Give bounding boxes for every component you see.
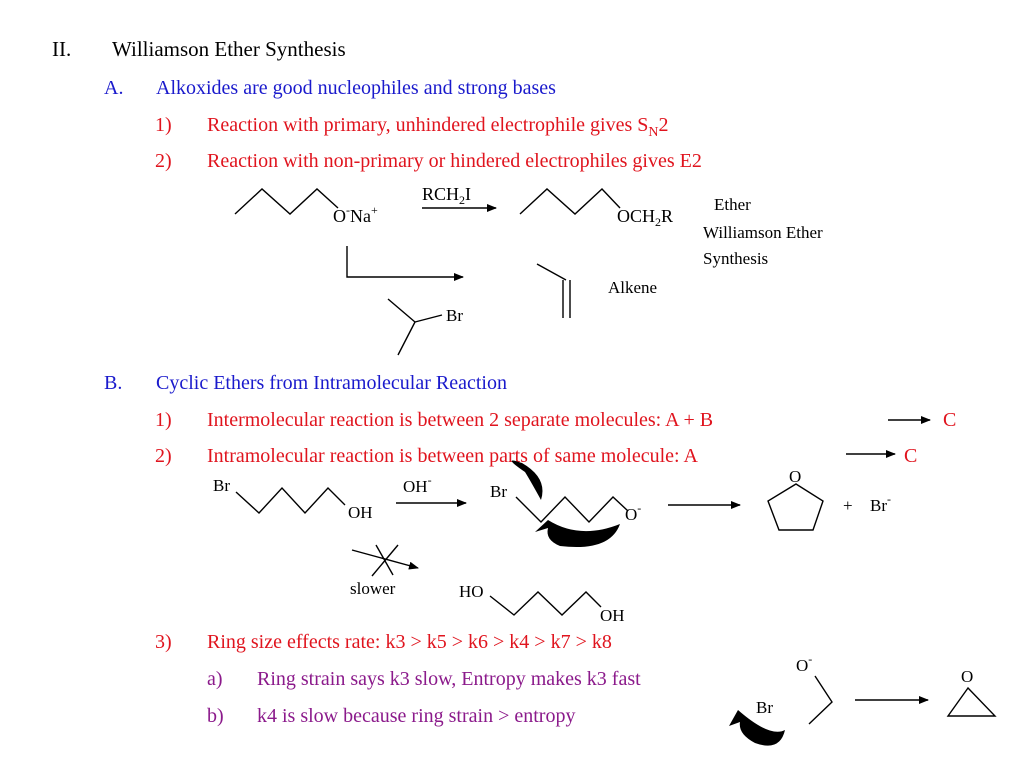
tetrahydrofuran-ring [767, 483, 824, 531]
item-a2-number: 2) [155, 150, 172, 172]
item-b3a-text: Ring strain says k3 slow, Entropy makes … [257, 668, 641, 690]
item-b1-product: C [943, 409, 957, 431]
item-b1-number: 1) [155, 409, 172, 431]
item-b2-text: Intramolecular reaction is between parts… [207, 445, 698, 467]
item-b3-text: Ring size effects rate: k3 > k5 > k6 > k… [207, 631, 612, 653]
item-b3b-text: k4 is slow because ring strain > entropy [257, 705, 576, 727]
alkoxide-label: O-Na+ [333, 203, 378, 226]
butanediol-ho-label: HO [459, 582, 484, 601]
curved-arrow-epoxide [729, 710, 785, 746]
section-a-title: Alkoxides are good nucleophiles and stro… [156, 77, 556, 99]
bromoethoxide-br-label: Br [756, 698, 773, 717]
bromobutanol-chain [235, 486, 346, 515]
item-b3a-number: a) [207, 668, 223, 690]
bromoalkoxide-chain [515, 495, 629, 524]
item-a2-text: Reaction with non-primary or hindered el… [207, 150, 702, 172]
bromoethoxide-chain [808, 675, 833, 725]
ether-product-label: OCH2R [617, 206, 673, 229]
item-b3-number: 3) [155, 631, 172, 653]
heading-number: II. [52, 37, 72, 61]
slower-label: slower [350, 579, 396, 598]
hydroxide-reagent-label: OH- [403, 473, 432, 496]
butanediol-oh-label: OH [600, 606, 625, 625]
item-a1-body: Reaction with primary, unhindered electr… [207, 114, 649, 136]
plus-sign: + [843, 496, 853, 515]
item-a1-subscript: N [648, 125, 659, 140]
butanediol-chain [489, 591, 602, 616]
cross-mark-a [375, 544, 394, 576]
bromobutanol-br-label: Br [213, 476, 230, 495]
bromoalkoxide-br-label: Br [490, 482, 507, 501]
bromide-ion-label: Br- [870, 492, 891, 515]
cross-mark-b [371, 544, 399, 577]
ether-product-chain [519, 188, 621, 215]
curved-arrow-intramolecular-bottom [535, 520, 620, 548]
bromobutanol-oh-label: OH [348, 503, 373, 522]
butoxide-chain [234, 188, 339, 215]
alkene-label: Alkene [608, 278, 657, 297]
bromoethoxide-o-label: O- [796, 652, 812, 675]
item-b2-product: C [904, 445, 918, 467]
propene-single-bond [536, 263, 567, 281]
item-b1-text: Intermolecular reaction is between 2 sep… [207, 409, 714, 431]
item-b2-number: 2) [155, 445, 172, 467]
ether-label-3: Synthesis [703, 249, 768, 268]
isopropyl-bromide-bond [414, 314, 443, 323]
epoxide-oxygen-label: O [961, 667, 973, 686]
section-b-number: B. [104, 372, 123, 394]
item-b3b-number: b) [207, 705, 224, 727]
section-a-number: A. [104, 77, 124, 99]
bromoalkoxide-o-label: O- [625, 501, 641, 524]
reagent-label: RCH2I [422, 184, 471, 207]
slower-arrow [351, 549, 419, 570]
bromide-label: Br [446, 306, 463, 325]
elimination-arrow [346, 246, 464, 281]
item-a1-text: Reaction with primary, unhindered electr… [207, 113, 668, 145]
item-a1-number: 1) [155, 114, 172, 136]
section-b-title: Cyclic Ethers from Intramolecular Reacti… [156, 372, 507, 394]
item-a1-tail: 2 [658, 114, 669, 136]
thf-oxygen-label: O [789, 467, 801, 486]
epoxide-ring [946, 686, 997, 717]
curved-arrow-intramolecular-top [511, 460, 543, 500]
ether-label-2: Williamson Ether [703, 223, 823, 242]
ether-label-1: Ether [714, 195, 751, 214]
heading-title: Williamson Ether Synthesis [112, 37, 346, 61]
